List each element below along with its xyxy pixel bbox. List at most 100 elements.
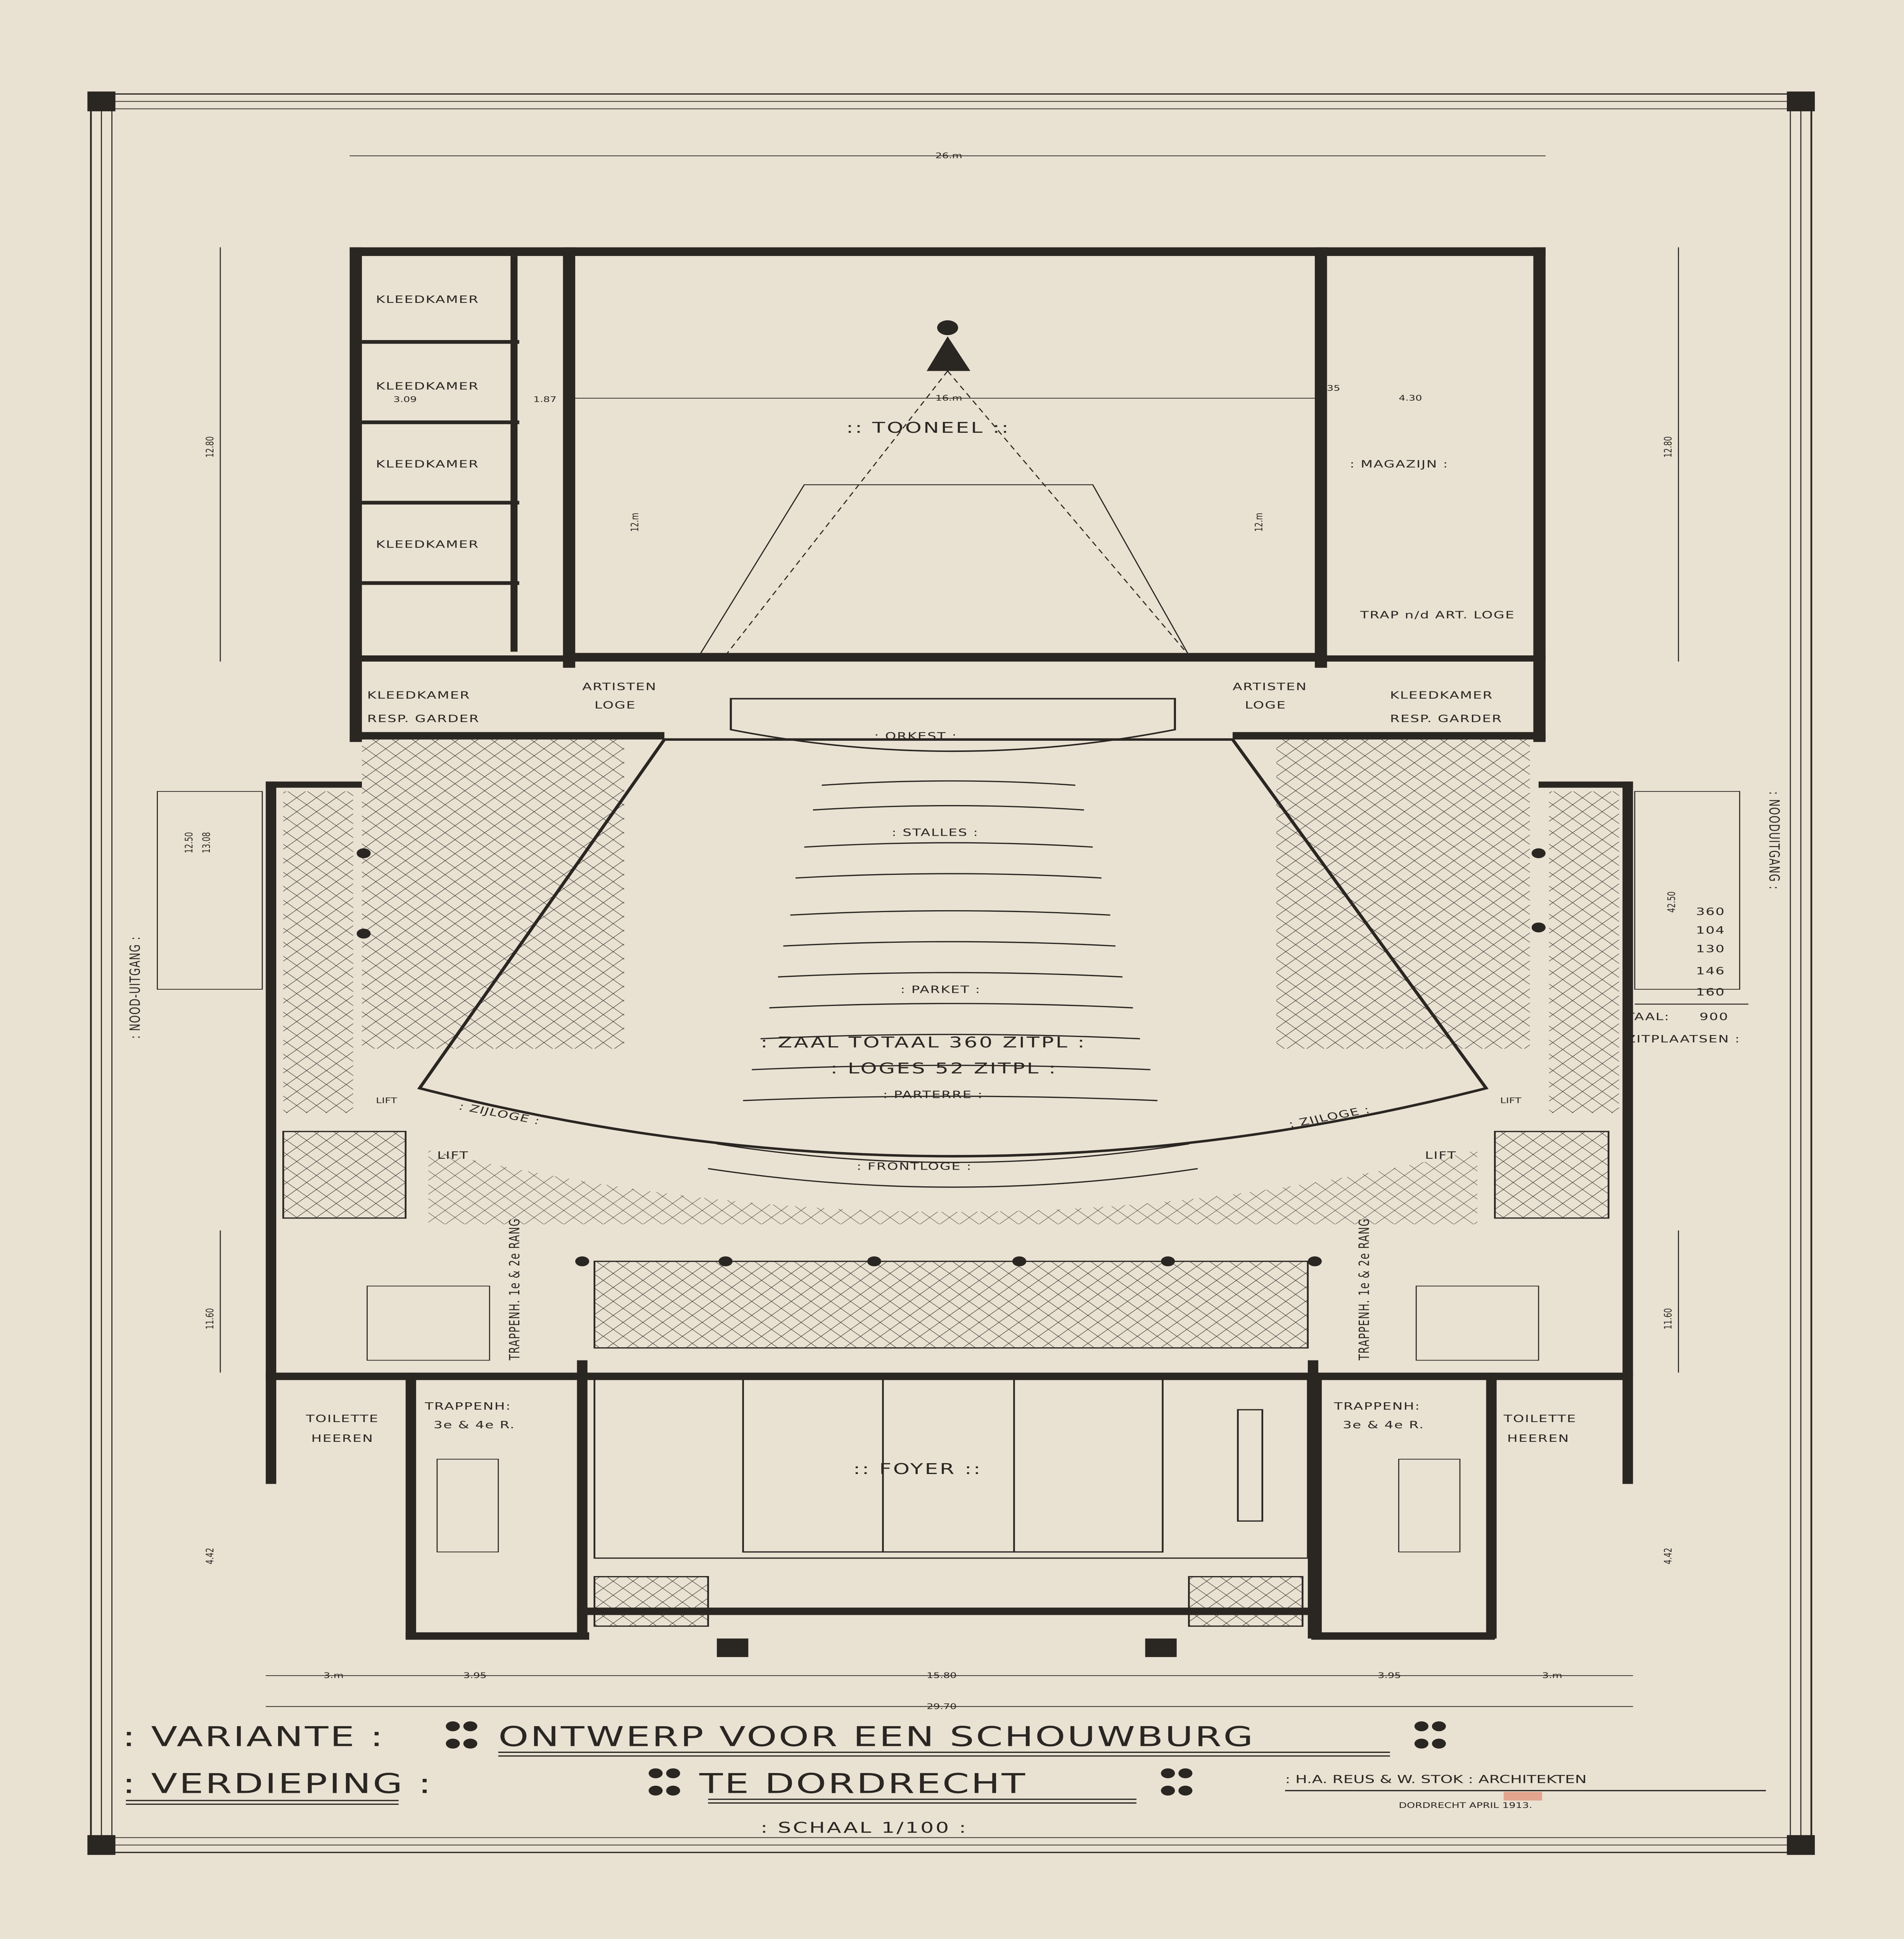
dimension-labels: 26.m 16.m 12.m 12.m 4.30 3.09 1.87 .35 1… bbox=[182, 151, 1677, 1711]
label-trappenhuis-3-4: TRAPPENH: bbox=[1333, 1401, 1420, 1412]
plan-mark bbox=[1161, 1256, 1175, 1267]
label-kleedkamer: KLEEDKAMER bbox=[376, 294, 479, 305]
corner-ornament bbox=[87, 91, 116, 111]
label-trappenhuis-3-4: TRAPPENH: bbox=[424, 1401, 511, 1412]
plan-mark bbox=[1494, 1131, 1610, 1219]
label-trappenhuis-3-4: 3e & 4e R. bbox=[1343, 1419, 1424, 1431]
plan-mark bbox=[283, 791, 353, 1113]
plan-mark bbox=[666, 1785, 680, 1796]
stamp-mark bbox=[1503, 1792, 1542, 1801]
plan-mark bbox=[1161, 1768, 1175, 1778]
plan-mark bbox=[1415, 1286, 1539, 1361]
label-zijloge: : ZIJLOGE : bbox=[457, 1101, 542, 1127]
plan-mark bbox=[356, 848, 371, 859]
plan-label: 13.08 bbox=[200, 832, 213, 854]
plan-mark bbox=[577, 1360, 588, 1639]
plan-mark bbox=[362, 420, 519, 424]
plan-mark bbox=[783, 941, 1116, 947]
seat-count: 104 bbox=[1696, 925, 1726, 936]
totaal-label: TAAL: bbox=[1626, 1011, 1670, 1023]
label-toilette: TOILETTE bbox=[306, 1413, 379, 1424]
plan-mark bbox=[463, 1721, 477, 1732]
plan-label: 3.09 bbox=[393, 395, 417, 404]
plan-mark bbox=[367, 1286, 490, 1361]
plan-mark bbox=[593, 1260, 1309, 1349]
plan-mark bbox=[760, 1033, 1140, 1040]
label-orkest: : ORKEST : bbox=[874, 731, 957, 742]
plan-mark bbox=[1237, 1409, 1263, 1522]
label-nooduitgang: : NOODUITGANG : bbox=[1766, 791, 1782, 890]
label-parket: : PARKET : bbox=[901, 984, 981, 995]
label-trap-art-loge: TRAP n/d ART. LOGE bbox=[1360, 610, 1515, 621]
variante-label: : VARIANTE : bbox=[123, 1721, 385, 1753]
sheet-border bbox=[87, 91, 1815, 1855]
walls bbox=[266, 247, 1633, 1640]
plan-mark bbox=[575, 1256, 590, 1267]
plan-mark bbox=[1486, 1372, 1497, 1639]
plan-mark bbox=[1178, 1768, 1193, 1778]
scale-label: : SCHAAL 1/100 : bbox=[761, 1819, 968, 1836]
plan-label: 11.60 bbox=[204, 1308, 216, 1329]
plan-mark bbox=[804, 842, 1093, 848]
totaal-value: 900 bbox=[1700, 1011, 1729, 1023]
plan-label: 1.87 bbox=[533, 395, 557, 404]
plan-mark bbox=[1622, 781, 1633, 1375]
plan-mark bbox=[1622, 1372, 1633, 1484]
plan-mark bbox=[577, 1607, 1318, 1615]
plan-mark bbox=[349, 732, 664, 740]
seat-count: 146 bbox=[1696, 966, 1726, 977]
plan-mark bbox=[725, 371, 948, 656]
seat-rows bbox=[708, 780, 1198, 1188]
plan-mark bbox=[1188, 1576, 1304, 1627]
plan-mark bbox=[1538, 781, 1633, 788]
stage bbox=[699, 320, 1190, 656]
plan-label: 11.60 bbox=[1662, 1308, 1674, 1329]
plan-mark bbox=[778, 972, 1123, 978]
plan-mark bbox=[1533, 247, 1546, 742]
plan-label: 16.m bbox=[936, 394, 962, 403]
dot-ornament bbox=[446, 1721, 1446, 1796]
plan-mark bbox=[813, 805, 1084, 811]
plan-mark bbox=[101, 101, 1802, 1846]
plan-mark bbox=[362, 581, 519, 585]
drawing-subtitle: TE DORDRECHT bbox=[699, 1768, 1027, 1800]
plan-mark bbox=[752, 1065, 1151, 1070]
plan-mark bbox=[1549, 791, 1619, 1113]
drawing-title: ONTWERP VOOR EEN SCHOUWBURG bbox=[498, 1721, 1255, 1753]
plan-mark bbox=[405, 1372, 416, 1639]
label-foyer: :: FOYER :: bbox=[853, 1461, 982, 1478]
plan-label: 4.42 bbox=[204, 1548, 216, 1564]
plan-label: 12.m bbox=[1252, 513, 1265, 532]
label-heeren: HEEREN bbox=[311, 1433, 374, 1444]
corner-ornament bbox=[1786, 91, 1815, 111]
plan-mark bbox=[266, 781, 362, 788]
plan-mark bbox=[649, 1785, 663, 1796]
label-lift: LIFT bbox=[376, 1096, 397, 1105]
plan-mark bbox=[1012, 1256, 1027, 1267]
label-tooneel: :: TOONEEL :: bbox=[846, 420, 1010, 437]
label-toilette: TOILETTE bbox=[1503, 1413, 1577, 1424]
label-artisten-loge: LOGE bbox=[595, 700, 636, 711]
plan-mark bbox=[790, 910, 1110, 916]
plan-mark bbox=[1178, 1785, 1193, 1796]
plan-mark bbox=[157, 791, 263, 990]
plan-mark bbox=[362, 739, 624, 1049]
plan-mark bbox=[937, 320, 958, 335]
plan-mark bbox=[111, 108, 1791, 1838]
title-block: : VARIANTE : : VERDIEPING : ONTWERP VOOR… bbox=[123, 1721, 1766, 1837]
label-lift: LIFT bbox=[1500, 1096, 1522, 1105]
date: DORDRECHT APRIL 1913. bbox=[1399, 1801, 1532, 1810]
plan-mark bbox=[266, 1372, 277, 1484]
plan-mark bbox=[1432, 1721, 1446, 1732]
plan-mark bbox=[446, 1721, 460, 1732]
plan-mark bbox=[266, 781, 277, 1375]
plan-mark bbox=[1161, 1785, 1175, 1796]
plan-mark bbox=[1307, 1256, 1322, 1267]
plan-mark bbox=[1414, 1739, 1428, 1749]
plan-mark bbox=[417, 738, 1489, 1158]
plan-mark bbox=[1314, 247, 1327, 668]
plan-mark bbox=[349, 247, 362, 742]
label-loges: : LOGES 52 ZITPL : bbox=[830, 1060, 1057, 1077]
label-parterre: : PARTERRE : bbox=[883, 1089, 983, 1101]
